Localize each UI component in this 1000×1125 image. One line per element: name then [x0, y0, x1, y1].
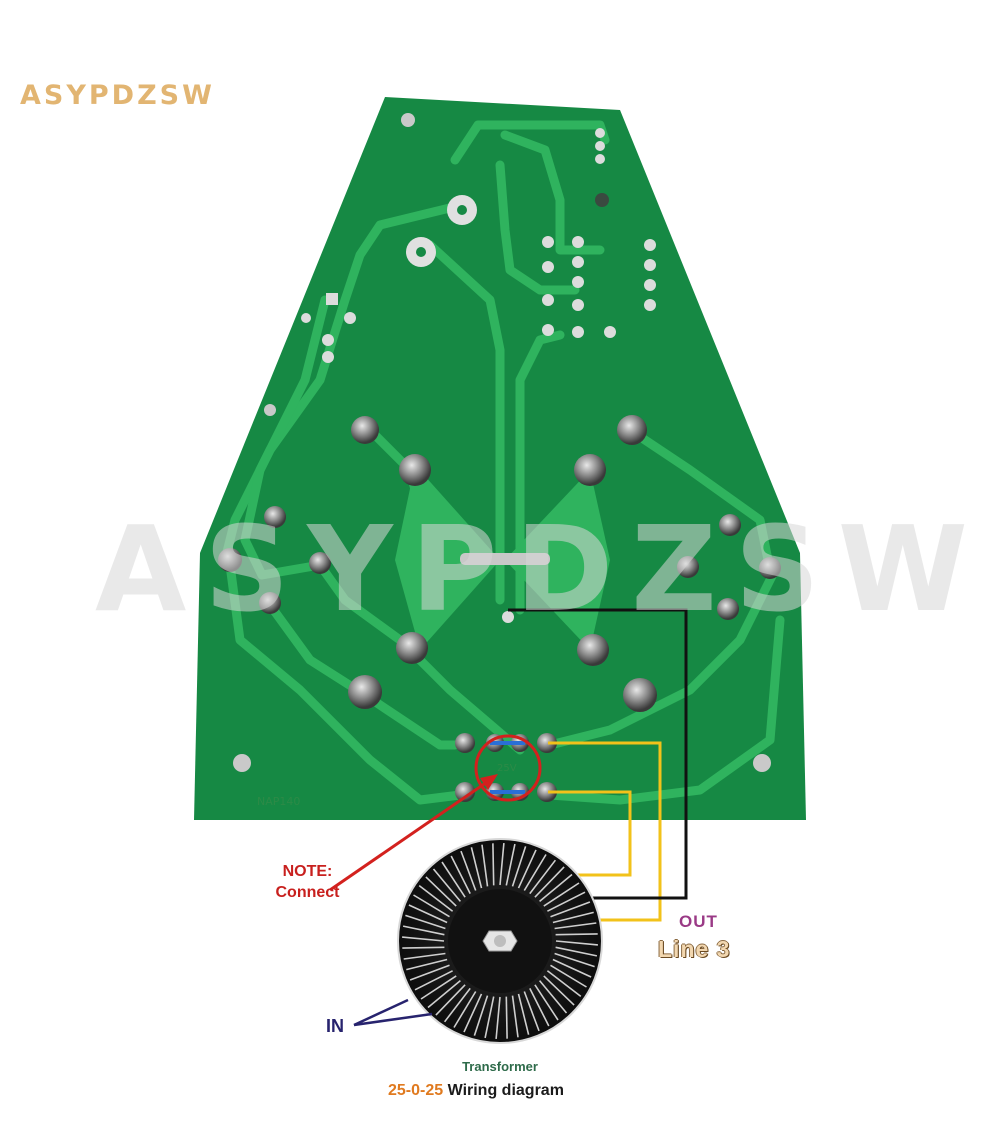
- winding-line: [538, 980, 568, 1014]
- note-arrow-head: [480, 774, 498, 790]
- winding-line: [552, 958, 592, 978]
- winding-line: [555, 940, 598, 946]
- winding-line: [473, 995, 489, 1036]
- winding-line: [547, 891, 586, 912]
- winding-line: [552, 911, 594, 924]
- winding-line: [450, 855, 471, 894]
- wire-yellow-inner: [548, 790, 632, 877]
- winding-line: [534, 984, 559, 1021]
- solder-pads: [218, 415, 781, 712]
- diagram-caption: 25-0-25 Wiring diagram: [388, 1082, 564, 1100]
- wire-yellow-outer: [548, 741, 662, 922]
- connect-label: Connect: [275, 884, 340, 901]
- winding-line: [529, 988, 550, 1027]
- winding-line: [550, 901, 591, 918]
- winding-line: [546, 970, 582, 998]
- winding-line: [499, 843, 505, 886]
- winding-line: [432, 868, 462, 902]
- copper-pour-left: [395, 465, 500, 650]
- winding-line: [505, 843, 516, 886]
- winding-line: [529, 859, 557, 895]
- winding-line: [427, 979, 461, 1009]
- winding-line: [495, 996, 501, 1039]
- winding-line: [408, 904, 448, 924]
- winding-line: [523, 854, 547, 891]
- winding-line: [463, 993, 483, 1033]
- note-label: NOTE:: [282, 863, 333, 880]
- winding-line: [539, 873, 573, 903]
- winding-line: [403, 952, 446, 960]
- brand-logo: ASYPDZSW: [20, 80, 215, 111]
- caption-text: Wiring diagram: [443, 1082, 564, 1099]
- wire-black-center: [508, 608, 688, 900]
- winding-line: [555, 946, 598, 957]
- winding-line: [550, 964, 587, 988]
- winding-line: [517, 849, 537, 889]
- winding-line: [435, 984, 466, 1016]
- in-label: IN: [326, 1016, 344, 1036]
- copper-pour-right: [505, 470, 610, 650]
- winding-line: [505, 996, 508, 1039]
- input-wire-1: [353, 998, 409, 1027]
- winding-line: [511, 846, 527, 887]
- winding-line: [543, 882, 580, 907]
- winding-line: [441, 861, 466, 898]
- transformer-windings: [402, 843, 598, 1039]
- small-pads: [301, 128, 656, 623]
- input-wire-2: [353, 1012, 433, 1027]
- winding-line: [406, 958, 448, 971]
- silkscreen-voltage: 25V: [497, 763, 517, 774]
- winding-line: [402, 946, 445, 949]
- out-label: OUT: [679, 912, 718, 931]
- connect-highlight-circle: [474, 734, 542, 802]
- winding-line: [555, 933, 598, 936]
- winding-line: [402, 936, 445, 942]
- winding-line: [511, 995, 519, 1038]
- large-pads: [406, 195, 477, 267]
- transformer: [397, 838, 603, 1044]
- connector-pads: [455, 733, 557, 802]
- winding-line: [517, 993, 530, 1035]
- winding-line: [481, 844, 489, 887]
- jumper-bar: [460, 553, 550, 565]
- winding-line: [413, 894, 450, 918]
- note-arrow-line: [329, 778, 491, 892]
- silkscreen-model: NAP140: [257, 795, 300, 808]
- line-3-label: Line 3: [658, 936, 731, 962]
- winding-line: [470, 847, 483, 889]
- winding-line: [414, 970, 453, 991]
- winding-line: [492, 843, 495, 886]
- winding-line: [409, 964, 450, 981]
- winding-line: [484, 996, 495, 1039]
- winding-line: [554, 922, 597, 930]
- winding-line: [523, 991, 540, 1032]
- winding-line: [405, 914, 446, 930]
- winding-line: [420, 975, 457, 1000]
- winding-line: [460, 850, 477, 891]
- winding-line: [554, 952, 595, 968]
- caption-spec: 25-0-25: [388, 1082, 444, 1099]
- winding-line: [425, 876, 457, 907]
- winding-line: [534, 866, 565, 898]
- winding-line: [418, 884, 454, 912]
- mounting-holes: [233, 113, 771, 772]
- winding-line: [402, 925, 445, 936]
- winding-line: [543, 975, 575, 1006]
- winding-line: [443, 987, 471, 1023]
- transformer-label: Transformer: [462, 1059, 538, 1074]
- winding-line: [453, 991, 477, 1028]
